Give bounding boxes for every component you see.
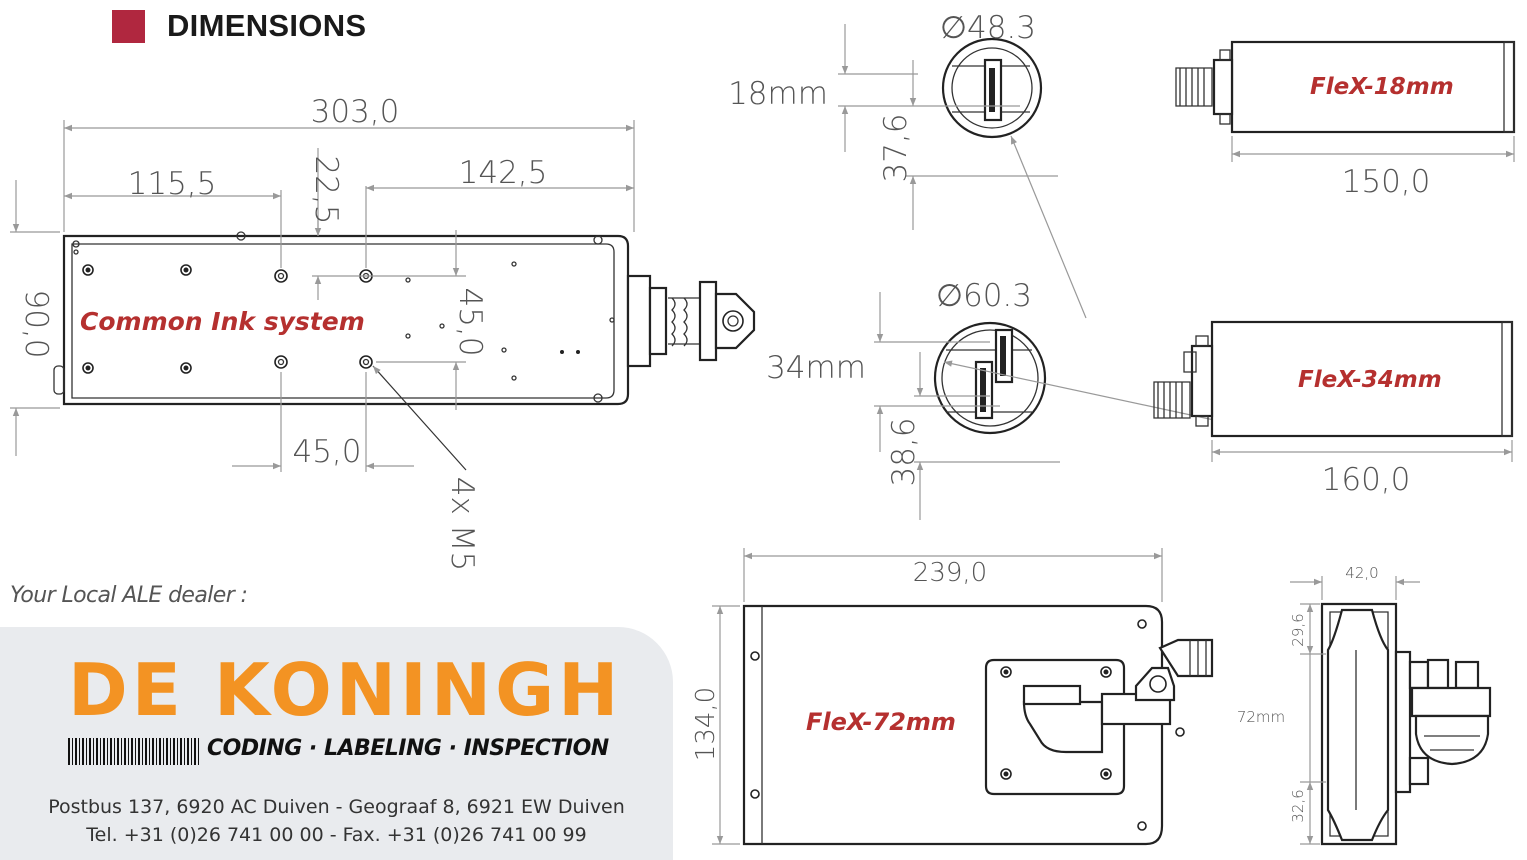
height-dim: 90,0 xyxy=(18,289,54,358)
flex72-depth-dim: 42,0 xyxy=(1345,564,1378,582)
flex72-top-dim: 29,6 xyxy=(1289,613,1307,646)
dealer-phone: Tel. +31 (0)26 741 00 00 - Fax. +31 (0)2… xyxy=(86,824,587,846)
flex34-label: FleX-34mm xyxy=(1298,367,1442,393)
dealer-intro: Your Local ALE dealer : xyxy=(10,583,248,608)
flex72-bottom-dim: 32,6 xyxy=(1289,789,1307,822)
flex34-offset-dim: 38,6 xyxy=(886,417,922,486)
right-offset-dim: 142,5 xyxy=(459,155,548,191)
left-offset-dim: 115,5 xyxy=(128,166,217,202)
flex34-diameter-dim: ∅60.3 xyxy=(936,278,1032,314)
common-ink-label: Common Ink system xyxy=(80,307,365,336)
overall-length-dim: 303,0 xyxy=(311,94,400,130)
flex18-length-dim: 150,0 xyxy=(1342,164,1431,200)
flex34-length-dim: 160,0 xyxy=(1322,462,1411,498)
title-square-icon xyxy=(112,9,145,43)
flex34-drawing: ∅60.3 34mm 38,6 160,0 FleX-34mm xyxy=(766,278,1514,520)
holes-callout: 4x M5 xyxy=(444,477,480,571)
hole-spacing-v-dim: 45,0 xyxy=(452,287,488,356)
flex72-label: FleX-72mm xyxy=(806,708,956,736)
flex72-drawing: 239,0 134,0 FleX-72mm 42,0 29,6 72mm 32,… xyxy=(691,548,1492,846)
flex18-offset-dim: 37,6 xyxy=(878,113,914,182)
flex72-width-dim: 72mm xyxy=(1237,708,1285,726)
page-title: DIMENSIONS xyxy=(167,8,367,43)
barcode-icon xyxy=(68,738,200,765)
dealer-address: Postbus 137, 6920 AC Duiven - Geograaf 8… xyxy=(48,796,625,818)
hole-spacing-h-dim: 45,0 xyxy=(292,434,361,470)
flex72-length-dim: 239,0 xyxy=(913,558,987,588)
vertical-offset-dim: 22,5 xyxy=(308,155,344,224)
flex18-drawing: ∅48.3 18mm 37,6 150,0 FleX-18mm xyxy=(728,10,1516,319)
common-ink-drawing: 303,0 115,5 142,5 22,5 45,0 90,0 45,0 4x… xyxy=(10,94,756,571)
flex18-diameter-dim: ∅48.3 xyxy=(940,10,1036,46)
flex18-label: FleX-18mm xyxy=(1310,74,1454,100)
flex18-width-dim: 18mm xyxy=(728,76,828,112)
dealer-logo-name: DE KONINGH xyxy=(68,648,623,732)
flex34-width-dim: 34mm xyxy=(766,350,866,386)
dealer-tagline: CODING · LABELING · INSPECTION xyxy=(207,736,609,761)
section-title: DIMENSIONS xyxy=(112,8,366,44)
flex72-height-dim: 134,0 xyxy=(691,687,721,761)
